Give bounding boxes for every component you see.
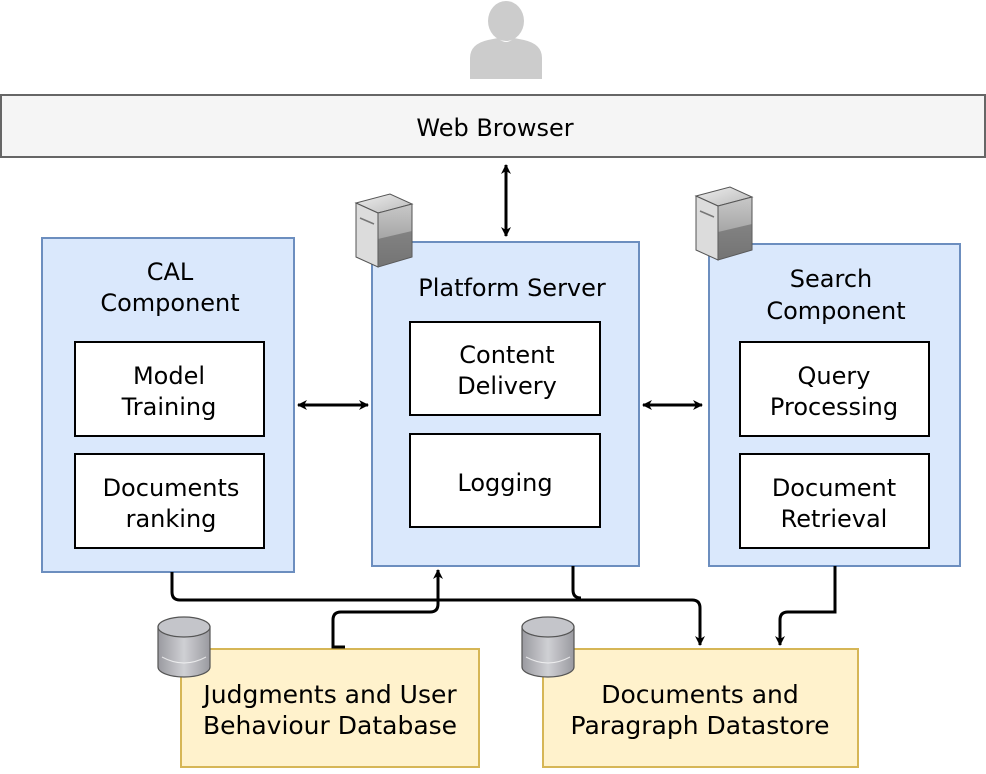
documents-datastore-line2: Paragraph Datastore (571, 711, 830, 740)
web-browser-label: Web Browser (416, 114, 573, 142)
cal-component: CAL Component Model Training Documents r… (41, 237, 295, 573)
user-icon (470, 1, 542, 79)
judgments-database-box (180, 648, 480, 768)
server-icon (694, 186, 754, 261)
query-processing-box (739, 341, 930, 437)
query-processing-line2: Processing (770, 393, 898, 421)
document-retrieval-box (739, 453, 930, 549)
model-training-line1: Model (133, 362, 205, 390)
search-datastore-arrow (775, 566, 837, 646)
documents-datastore-line1: Documents and (601, 680, 799, 709)
judgments-platform-arrow (331, 569, 443, 649)
server-icon (354, 193, 414, 268)
platform-server-title: Platform Server (418, 274, 606, 302)
document-retrieval-line1: Document (772, 474, 896, 502)
platform-server: Platform Server Content Delivery Logging (371, 241, 640, 567)
content-delivery-line2: Delivery (457, 372, 557, 400)
logging-box (409, 433, 601, 528)
content-delivery-line1: Content (459, 341, 554, 369)
web-browser-box (0, 94, 986, 158)
documents-ranking-line2: ranking (126, 505, 217, 533)
judgments-database: Judgments and User Behaviour Database (180, 648, 480, 768)
documents-datastore-box (542, 648, 859, 768)
cal-datastore-arrow (170, 572, 705, 646)
documents-datastore: Documents and Paragraph Datastore (542, 648, 859, 768)
document-retrieval-line2: Retrieval (781, 505, 888, 533)
database-icon (157, 616, 211, 678)
platform-datastore-line (571, 566, 582, 600)
cal-title-line2: Component (100, 289, 239, 317)
search-component: Search Component Query Processing Docume… (708, 243, 961, 567)
content-delivery-box (409, 321, 601, 416)
web-browser: Web Browser (0, 94, 986, 158)
documents-ranking-line1: Documents (103, 474, 240, 502)
query-processing-line1: Query (798, 362, 871, 390)
judgments-database-line2: Behaviour Database (203, 711, 457, 740)
connectors (170, 164, 837, 649)
cal-title-line1: CAL (147, 258, 194, 286)
documents-ranking-box (74, 453, 265, 549)
search-title-line1: Search (790, 265, 872, 293)
database-icon (521, 616, 575, 678)
logging-label: Logging (457, 469, 552, 497)
judgments-database-line1: Judgments and User (201, 680, 457, 709)
model-training-box (74, 341, 265, 437)
model-training-line2: Training (121, 393, 217, 421)
search-title-line2: Component (766, 297, 905, 325)
